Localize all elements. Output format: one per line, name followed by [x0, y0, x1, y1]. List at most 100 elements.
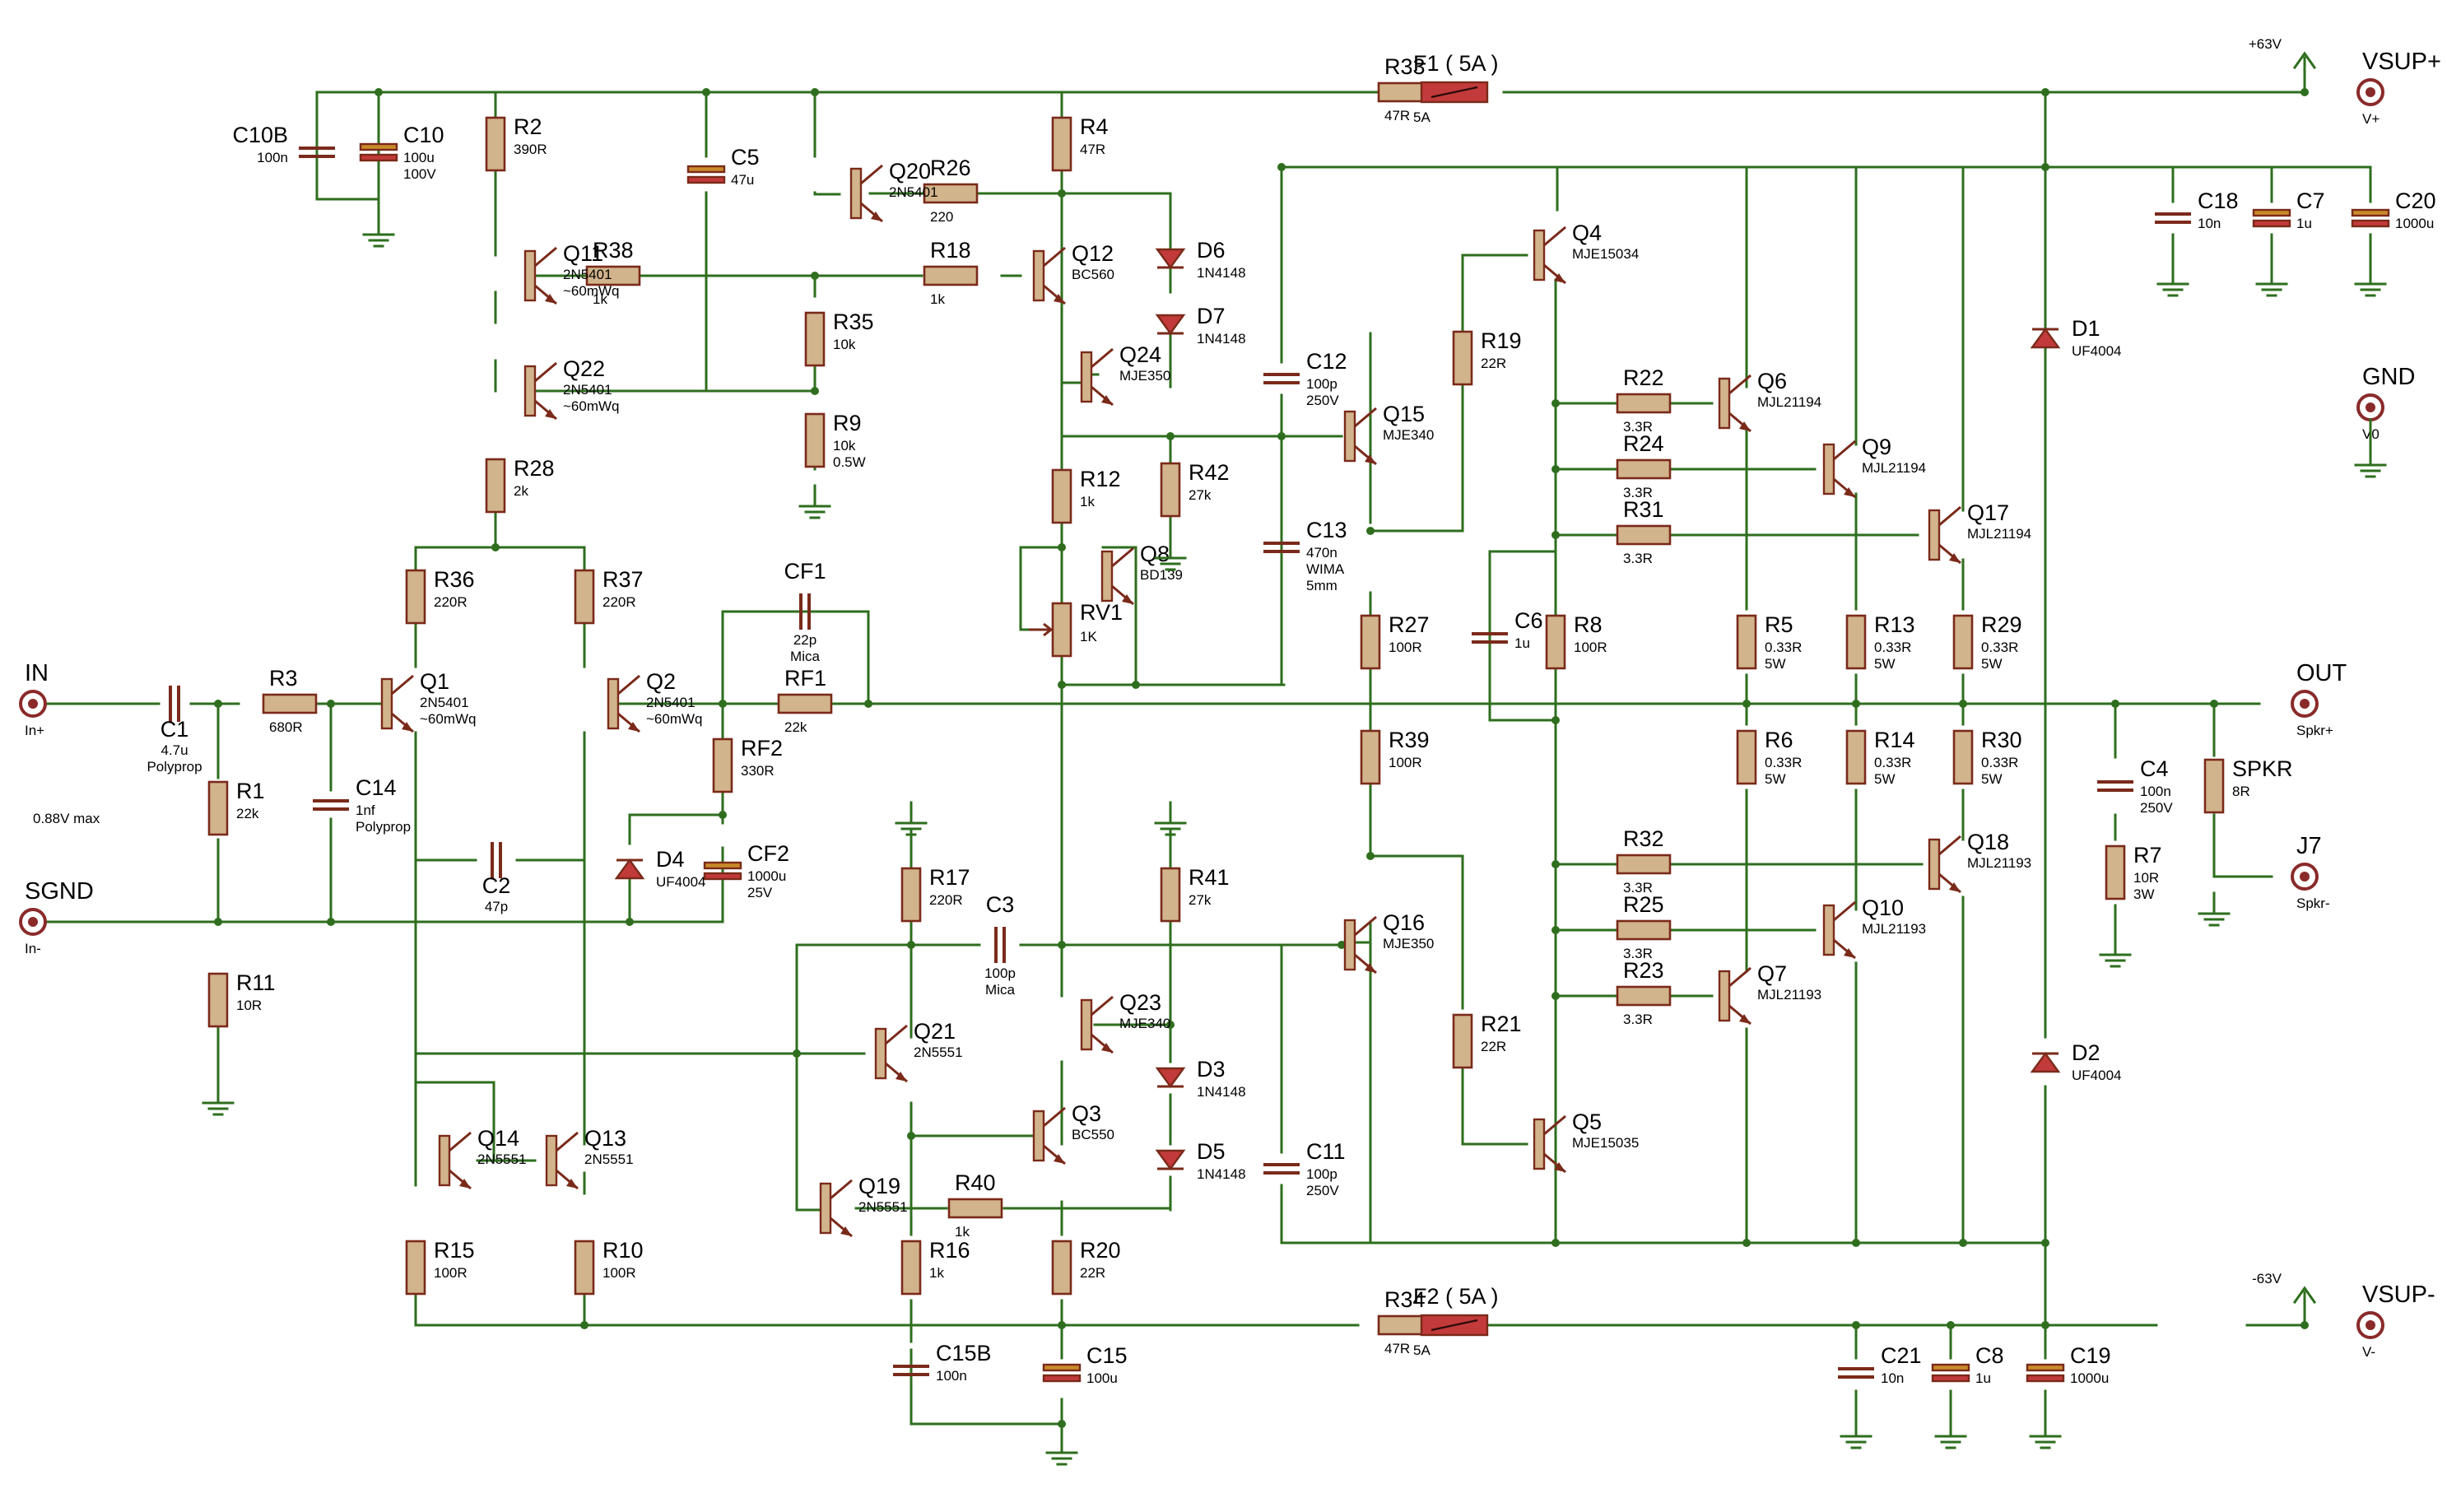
label-terminals-0-ref: VSUP+: [2362, 49, 2441, 75]
label-capacitors-18-val: 100u: [1086, 1370, 1118, 1386]
label-terminals-3-pin: In+: [25, 723, 44, 738]
label-resistors-0-val: 47R: [1384, 108, 1410, 123]
label-capacitors-15-val: 100p: [984, 965, 1016, 981]
label-resistors-8-val: 2k: [514, 483, 528, 499]
label-transistors-12-val2: ~60mWq: [646, 711, 703, 727]
label-capacitors-21-ref: C19: [2070, 1343, 2111, 1368]
label-capacitors-14-val2: 250V: [2140, 800, 2173, 816]
label-diodes-5-ref: D5: [1197, 1139, 1226, 1164]
label-resistors-40-ref: R10: [602, 1238, 644, 1263]
label-transistors-4-val: MJE350: [1119, 368, 1170, 384]
label-capacitors-9-ref: C14: [356, 775, 397, 800]
label-transistors-11-val: 2N5401: [420, 695, 469, 710]
label-capacitors-13-ref: C6: [1514, 608, 1543, 633]
label-capacitors-10-ref: CF1: [784, 559, 826, 584]
label-resistors-25-val2: 5W: [1765, 656, 1786, 672]
label-transistors-0-ref: Q11: [563, 241, 603, 266]
label-diodes-0-ref: D6: [1197, 238, 1226, 263]
label-diodes-3-ref: D4: [656, 847, 685, 872]
label-capacitors-3-val: 100p: [1306, 376, 1337, 392]
label-capacitors-0-ref: C10B: [232, 123, 288, 147]
label-transistors-3-ref: Q12: [1072, 241, 1114, 266]
label-resistors-27-val: 0.33R: [1981, 640, 2018, 655]
label-resistors-6-ref: R35: [833, 309, 874, 334]
label-transistors-4-ref: Q24: [1119, 342, 1161, 367]
label-capacitors-9-val: 1nf: [356, 803, 375, 818]
label-transistors-0-val2: ~60mWq: [563, 283, 620, 299]
label-capacitors-15-ref: C3: [986, 892, 1015, 917]
label-transistors-15-val: MJL21193: [1757, 987, 1821, 1003]
label-resistors-9-val: 1k: [1080, 494, 1095, 509]
label-resistors-26-val: 0.33R: [1874, 640, 1911, 655]
label-capacitors-16-val2: 250V: [1306, 1183, 1339, 1198]
label-fuses-1-ref: F2 ( 5A ): [1413, 1284, 1499, 1309]
label-note: 0.88V max: [33, 811, 100, 826]
label-resistors-31-val2: 3W: [2133, 886, 2155, 902]
label-resistors-22-ref: R27: [1389, 612, 1430, 637]
label-resistors-20-val: 22k: [784, 719, 807, 735]
label-diodes-1-val: 1N4148: [1197, 331, 1246, 347]
label-capacitors-8-val2: Polyprop: [147, 759, 202, 775]
label-diodes-2-ref: D1: [2072, 316, 2100, 341]
label-resistors-14-val: 3.3R: [1623, 551, 1653, 566]
ground-symbol: [1934, 1414, 1967, 1449]
label-resistors-45-ref: RV1: [1080, 600, 1123, 625]
label-resistors-10-ref: R42: [1189, 460, 1230, 485]
label-resistors-18-val: 22k: [236, 806, 259, 821]
label-resistors-45-val: 1K: [1080, 629, 1097, 644]
label-resistors-3-ref: R26: [930, 156, 971, 180]
label-resistors-26-ref: R13: [1874, 612, 1915, 637]
ground-symbol: [798, 484, 831, 519]
label-transistors-6-val: MJE15034: [1572, 246, 1639, 262]
label-transistors-19-val: MJE340: [1119, 1016, 1170, 1031]
label-capacitors-17-ref: C15B: [936, 1341, 992, 1365]
label-resistors-16-ref: R37: [602, 567, 644, 592]
label-resistors-33-ref: R41: [1189, 865, 1230, 890]
label-diodes-2-val: UF4004: [2072, 343, 2121, 359]
label-diodes-1-ref: D7: [1197, 304, 1226, 328]
label-resistors-27-val2: 5W: [1981, 656, 2003, 672]
terminal-vsup: VSUP+V+: [2356, 49, 2441, 127]
label-resistors-44-ref: SPKR: [2232, 756, 2293, 781]
label-resistors-43-val: 47R: [1384, 1341, 1410, 1356]
label-resistors-5-ref: R18: [930, 238, 971, 263]
label-transistors-17-val: MJE15035: [1572, 1135, 1639, 1151]
input-level-note: 0.88V max: [33, 811, 100, 826]
label-transistors-7-ref: Q15: [1383, 402, 1425, 426]
label-terminals-1-pin: V-: [2362, 1344, 2375, 1360]
label-transistors-12-val: 2N5401: [646, 695, 695, 710]
ground-symbol: [2156, 262, 2189, 297]
label-transistors-15-ref: Q7: [1757, 961, 1787, 986]
label-capacitors-4-val: 470n: [1306, 545, 1337, 561]
label-resistors-5-val: 1k: [930, 291, 945, 307]
